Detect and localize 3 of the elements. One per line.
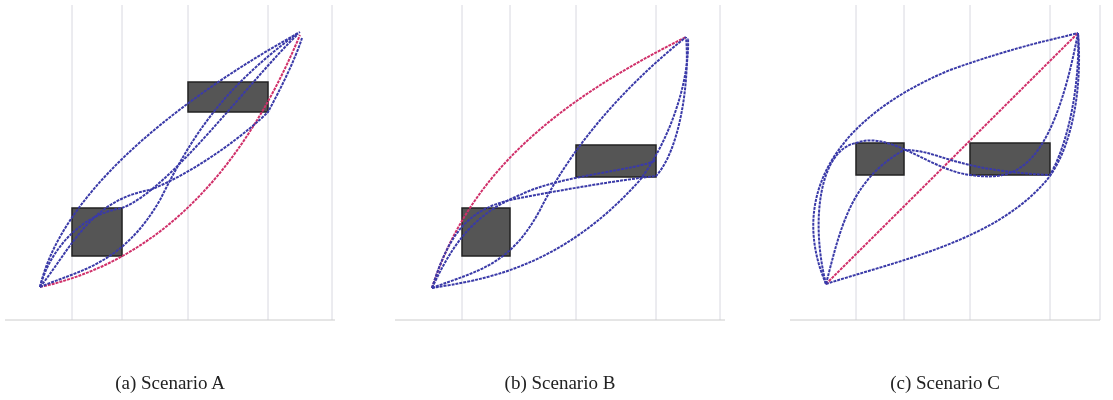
figure-caption: (b) Scenario B	[504, 372, 616, 394]
figure-caption: (a) Scenario A	[115, 372, 225, 394]
figure-caption: (c) Scenario C	[890, 372, 1000, 394]
